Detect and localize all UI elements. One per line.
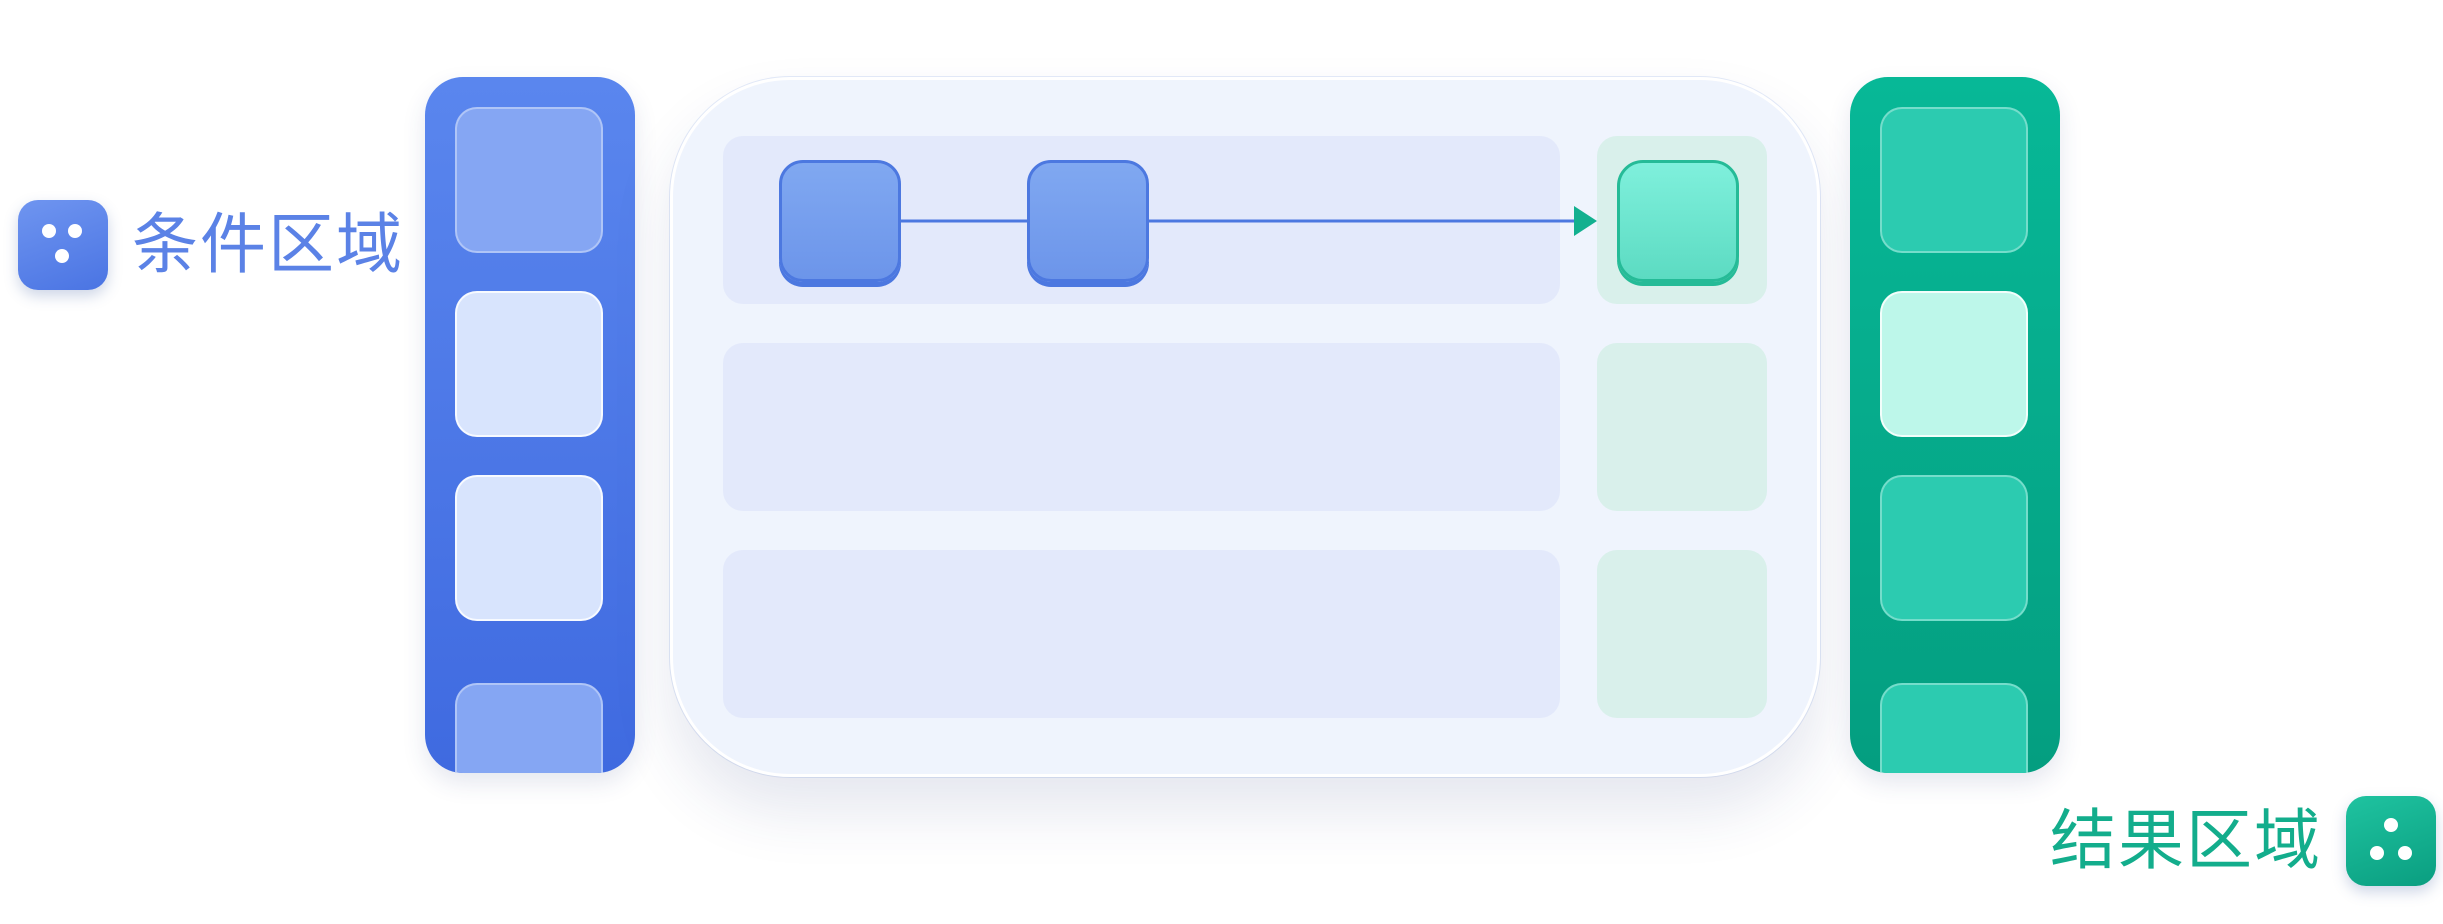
condition-node [779, 160, 901, 282]
arrowhead-icon [1574, 206, 1597, 236]
badge-dot [42, 224, 56, 238]
badge-dot [55, 249, 69, 263]
badge-dot [2398, 846, 2412, 860]
result-column [1850, 77, 2060, 773]
condition-column [425, 77, 635, 773]
condition-slot [455, 291, 603, 437]
condition-node [1027, 160, 1149, 282]
condition-badge-icon [18, 200, 108, 290]
result-node [1617, 160, 1739, 282]
condition-slot [455, 107, 603, 253]
result-slot [1880, 475, 2028, 621]
badge-dot [2370, 846, 2384, 860]
result-badge-icon [2346, 796, 2436, 886]
badge-dot [68, 224, 82, 238]
result-row-cell [1597, 343, 1767, 511]
result-slot [1880, 683, 2028, 773]
result-region-label: 结果区域 [2050, 796, 2436, 886]
condition-row-bar [723, 550, 1560, 718]
result-region-title: 结果区域 [2050, 802, 2322, 879]
condition-region-title: 条件区域 [132, 206, 404, 283]
result-slot [1880, 107, 2028, 253]
badge-dot [2384, 818, 2398, 832]
condition-slot [455, 683, 603, 773]
result-row-cell [1597, 550, 1767, 718]
condition-row-bar [723, 343, 1560, 511]
condition-slot [455, 475, 603, 621]
condition-region-label: 条件区域 [18, 200, 404, 290]
rule-board [670, 77, 1820, 777]
result-slot [1880, 291, 2028, 437]
